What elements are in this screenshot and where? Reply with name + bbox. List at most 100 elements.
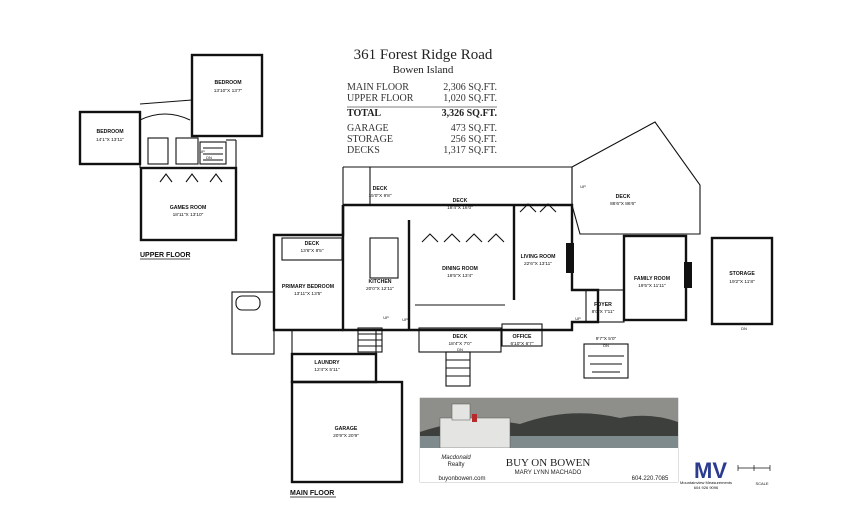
room-name-foyer: FOYER bbox=[594, 302, 612, 308]
room-dims-foyer: 8'0"X 7'11" bbox=[592, 309, 615, 315]
room-name-office: OFFICE bbox=[512, 334, 532, 340]
room-dims-deck-4: 13'6"X 8'5" bbox=[300, 248, 323, 254]
room-dims-bedroom-a: 13'10"X 13'7" bbox=[214, 88, 243, 94]
measurement-logo: MV Mountainview Measurements 604 926 909… bbox=[680, 458, 732, 490]
room-dims-office: 6'10"X 6'7" bbox=[510, 341, 533, 347]
room-name-living-room: LIVING ROOM bbox=[521, 254, 556, 260]
area-value-storage: 256 SQ.FT. bbox=[451, 134, 497, 145]
main-up-marker: UP bbox=[402, 317, 408, 322]
foyer-up-marker: UP bbox=[575, 316, 581, 321]
upper-bath bbox=[147, 137, 169, 165]
ferry-graphic bbox=[439, 403, 511, 449]
agent-ad-banner: Macdonald Realty BUY ON BOWEN MARY LYNN … bbox=[419, 397, 679, 483]
living-fireplace bbox=[566, 243, 574, 273]
room-name-kitchen: KITCHEN bbox=[368, 279, 391, 285]
room-name-deck-1: DECK bbox=[373, 186, 388, 192]
area-label-upper-floor: UPPER FLOOR bbox=[347, 93, 414, 104]
room-name-family-room: FAMILY ROOM bbox=[634, 276, 670, 282]
upper-dn-marker: DN bbox=[206, 155, 212, 160]
area-label-storage: STORAGE bbox=[347, 134, 393, 145]
games-room-walls bbox=[139, 166, 238, 242]
porch-dn-marker: DN bbox=[603, 343, 609, 348]
main-floor-label: MAIN FLOOR bbox=[290, 490, 334, 497]
area-label-total: TOTAL bbox=[347, 108, 381, 119]
room-dims-porch: 9'7"X 5'0" bbox=[596, 336, 617, 342]
area-value-main-floor: 2,306 SQ.FT. bbox=[443, 82, 497, 93]
primary-bedroom-walls bbox=[272, 205, 345, 332]
room-name-deck-4: DECK bbox=[305, 241, 320, 247]
logo-company: Mountainview Measurements bbox=[680, 480, 732, 485]
area-summary: MAIN FLOOR 2,306 SQ.FT. UPPER FLOOR 1,02… bbox=[347, 82, 497, 156]
storage-walls bbox=[710, 236, 774, 326]
ad-info-band bbox=[420, 448, 678, 482]
room-dims-bedroom-b: 14'1"X 13'11" bbox=[96, 137, 124, 143]
plan-header: 361 Forest Ridge Road Bowen Island bbox=[354, 47, 493, 76]
bedroom-a-walls bbox=[190, 53, 264, 138]
kitchen-island bbox=[369, 237, 399, 279]
upper-stair bbox=[199, 141, 227, 165]
room-name-dining-room: DINING ROOM bbox=[442, 266, 478, 272]
room-name-storage: STORAGE bbox=[729, 271, 755, 277]
mv-logo-icon: MV bbox=[694, 458, 727, 483]
room-dims-kitchen: 20'0"X 12'11" bbox=[366, 286, 394, 292]
deck-dn-marker: DN bbox=[457, 347, 463, 352]
games-room-doors bbox=[159, 173, 223, 183]
area-value-total: 3,326 SQ.FT. bbox=[442, 108, 498, 119]
foyer-walls bbox=[585, 289, 625, 323]
room-dims-living-room: 22'6"X 13'11" bbox=[524, 261, 552, 267]
kitchen-up-marker: UP bbox=[383, 315, 389, 320]
room-name-bedroom-b: BEDROOM bbox=[96, 129, 123, 135]
brand-name: Macdonald bbox=[441, 455, 471, 461]
upper-floor-plan: BEDROOM 13'10"X 13'7" BEDROOM 14'1"X 13'… bbox=[78, 53, 264, 260]
room-name-primary-bedroom: PRIMARY BEDROOM bbox=[282, 284, 334, 290]
room-dims-dining-room: 18'5"X 13'4" bbox=[447, 273, 473, 279]
ensuite-tub bbox=[235, 295, 261, 311]
dining-french-doors bbox=[421, 233, 505, 243]
room-dims-deck-2: 18'4"X 16'0" bbox=[447, 205, 473, 211]
brand-sub: Realty bbox=[447, 462, 464, 468]
family-fireplace bbox=[684, 262, 692, 288]
garage-walls bbox=[290, 380, 404, 484]
room-dims-games-room: 18'11"X 13'10" bbox=[173, 212, 204, 218]
area-label-main-floor: MAIN FLOOR bbox=[347, 82, 409, 93]
room-dims-family-room: 19'5"X 11'11" bbox=[638, 283, 666, 289]
room-dims-deck-5: 18'4"X 7'0" bbox=[448, 341, 471, 347]
area-value-upper-floor: 1,020 SQ.FT. bbox=[443, 93, 497, 104]
hall-wall-top bbox=[139, 99, 193, 105]
room-dims-storage: 19'2"X 11'8" bbox=[729, 279, 755, 285]
living-french-doors bbox=[519, 203, 557, 213]
scale-label: SCALE bbox=[755, 481, 768, 486]
deck-1-outline bbox=[342, 166, 371, 206]
room-dims-deck-3: 86'6"X 86'6" bbox=[610, 201, 636, 207]
main-floor-plan: DECK 15'0"X 9'8" DECK 18'4"X 16'0" DECK … bbox=[231, 121, 774, 498]
area-value-decks: 1,317 SQ.FT. bbox=[443, 145, 497, 156]
deck-3-outline bbox=[571, 121, 701, 235]
room-dims-deck-1: 15'0"X 9'8" bbox=[368, 193, 391, 199]
room-dims-laundry: 12'4"X 5'11" bbox=[314, 367, 340, 373]
upper-up-marker: UP bbox=[199, 149, 205, 154]
room-dims-primary-bedroom: 13'11"X 13'5" bbox=[294, 291, 322, 297]
property-address: 361 Forest Ridge Road bbox=[354, 47, 493, 63]
hall-curve bbox=[139, 113, 191, 121]
logo-phone: 604 926 9096 bbox=[694, 485, 719, 490]
bedroom-b-walls bbox=[78, 110, 142, 166]
area-value-garage: 473 SQ.FT. bbox=[451, 123, 497, 134]
room-dims-garage: 20'9"X 20'9" bbox=[333, 433, 359, 439]
deck-stairs bbox=[445, 351, 471, 387]
office-walls bbox=[501, 323, 543, 347]
property-locality: Bowen Island bbox=[393, 64, 454, 76]
area-label-garage: GARAGE bbox=[347, 123, 389, 134]
storage-dn-marker: DN bbox=[741, 326, 747, 331]
room-name-deck-3: DECK bbox=[616, 194, 631, 200]
scale-bar: SCALE bbox=[737, 465, 771, 486]
primary-ensuite bbox=[231, 291, 275, 355]
ferry-deck bbox=[439, 417, 511, 449]
room-name-bedroom-a: BEDROOM bbox=[214, 80, 241, 86]
ad-headline: BUY ON BOWEN bbox=[506, 457, 591, 469]
upper-floor-label: UPPER FLOOR bbox=[140, 252, 191, 259]
room-name-games-room: GAMES ROOM bbox=[170, 205, 207, 211]
room-name-deck-5: DECK bbox=[453, 334, 468, 340]
upper-ensuite bbox=[175, 137, 199, 165]
room-name-garage: GARAGE bbox=[335, 426, 358, 432]
